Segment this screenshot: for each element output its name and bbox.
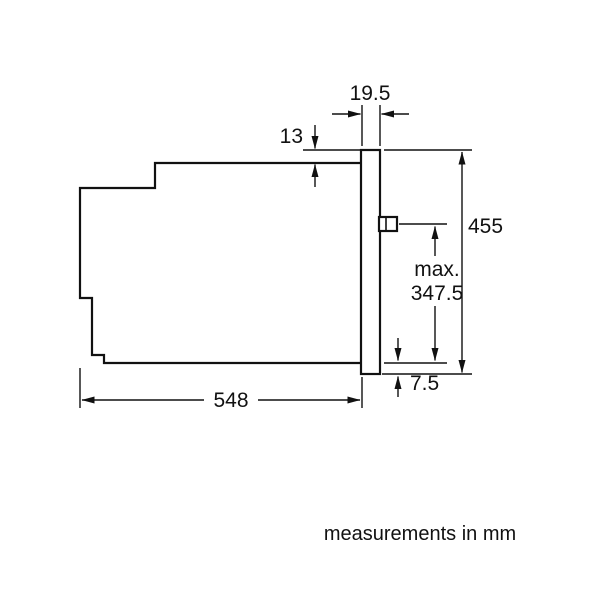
dim-548-label: 548: [213, 389, 248, 412]
dim-7-5: 7.5: [394, 338, 439, 397]
dim-13: 13: [280, 125, 360, 187]
front-panel: [359, 148, 382, 376]
dim-347-5-label: 347.5: [411, 282, 464, 305]
dim-13-label: 13: [280, 125, 303, 148]
dim-455-label: 455: [468, 215, 503, 238]
appliance-body: [78, 161, 364, 365]
dim-7-5-label: 7.5: [410, 372, 439, 395]
appliance-outline: [78, 161, 364, 365]
dim-19-5: 19.5: [332, 82, 409, 146]
protruding-knob: [377, 215, 399, 233]
dim-347-5: max. 347.5: [384, 223, 464, 364]
front-panel-outline: [359, 148, 382, 376]
dim-19-5-label: 19.5: [350, 82, 391, 105]
knob-outline: [377, 215, 399, 233]
dim-347-5-max-label: max.: [414, 258, 460, 281]
measurements-note: measurements in mm: [324, 523, 516, 545]
dim-455: 455: [382, 149, 503, 375]
dim-548: 548: [79, 368, 363, 412]
